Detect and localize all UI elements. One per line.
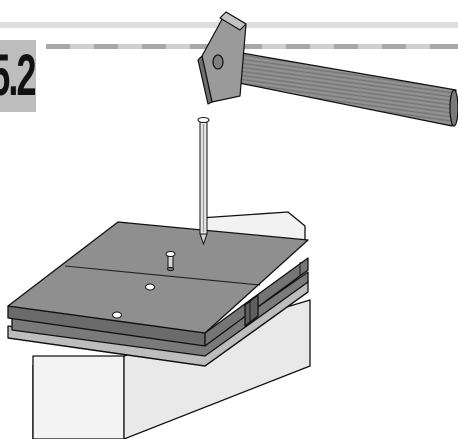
step-number: 5.2 <box>0 43 36 108</box>
step-badge: 5.2 <box>0 40 36 112</box>
nail-hole <box>112 311 122 319</box>
driven-nail-icon <box>165 251 176 272</box>
nail-hole <box>145 283 155 291</box>
hammer-handle <box>233 51 457 127</box>
floor-panel-icon <box>7 221 309 367</box>
header-dashes <box>46 44 458 49</box>
panel-holes <box>112 283 155 319</box>
hammer-icon <box>197 11 458 127</box>
nail-icon <box>197 117 210 246</box>
